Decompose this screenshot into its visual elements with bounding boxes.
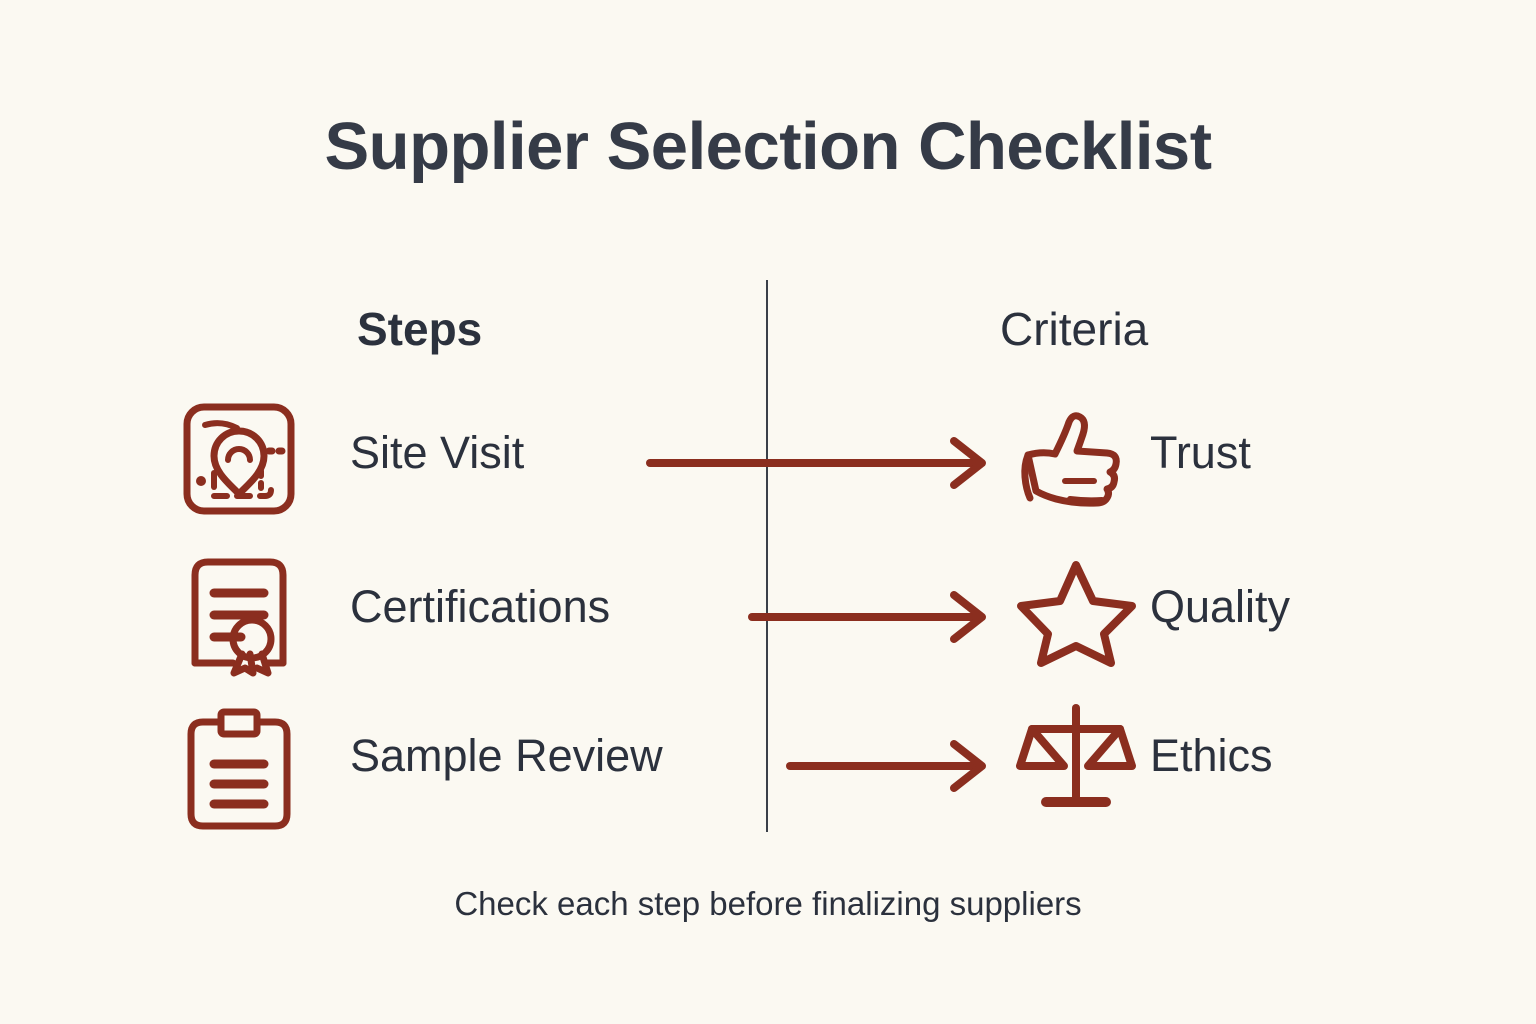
clipboard-icon bbox=[181, 706, 297, 830]
column-divider bbox=[766, 280, 768, 832]
diagram-row: Site Visit Trust bbox=[0, 395, 1536, 535]
star-icon bbox=[1017, 559, 1136, 667]
step-label: Site Visit bbox=[350, 427, 525, 478]
column-header-criteria: Criteria bbox=[1000, 303, 1149, 355]
criterion-label: Trust bbox=[1150, 427, 1251, 478]
criterion-label: Quality bbox=[1150, 581, 1291, 632]
map-location-icon bbox=[181, 399, 297, 519]
flow-arrow bbox=[646, 435, 988, 491]
certificate-seal-icon bbox=[181, 553, 297, 677]
step-label: Certifications bbox=[350, 581, 611, 632]
diagram-row: Certifications Quality bbox=[0, 549, 1536, 689]
balance-scales-icon bbox=[1016, 704, 1136, 808]
footer-caption: Check each step before finalizing suppli… bbox=[454, 885, 1082, 922]
page-title: Supplier Selection Checklist bbox=[324, 109, 1212, 184]
diagram-row: Sample Review Ethics bbox=[0, 698, 1536, 838]
step-label: Sample Review bbox=[350, 730, 663, 781]
criterion-label: Ethics bbox=[1150, 730, 1273, 781]
flow-arrow bbox=[786, 738, 988, 794]
thumbs-up-icon bbox=[1018, 411, 1134, 515]
flow-arrow bbox=[748, 589, 988, 645]
column-header-steps: Steps bbox=[357, 303, 483, 355]
